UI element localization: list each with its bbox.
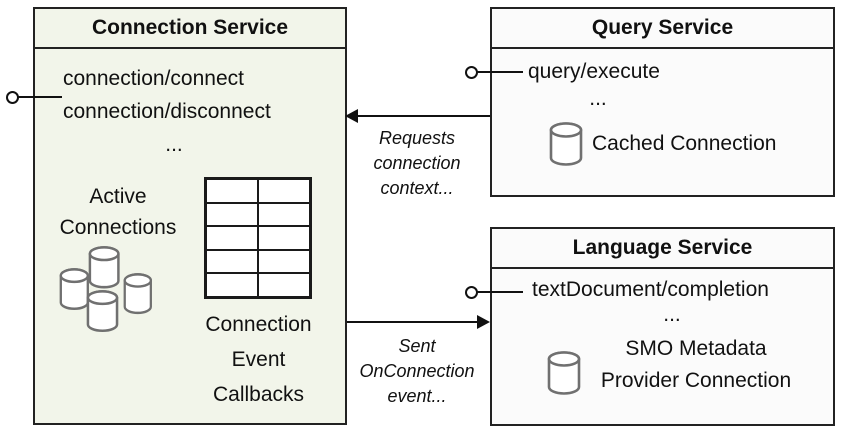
interface-lollipop-stick <box>477 291 523 293</box>
smo-metadata-provider-label: SMO Metadata Provider Connection <box>600 337 792 392</box>
table-cell <box>206 273 258 297</box>
connection-event-callbacks-label: Connection Event Callbacks <box>205 313 312 406</box>
table-cell <box>258 179 310 203</box>
connection-methods-list: connection/connect connection/disconnect… <box>63 62 285 161</box>
arrow-sent-line <box>347 321 478 323</box>
table-cell <box>258 202 310 227</box>
table-cell <box>258 273 310 297</box>
language-service-box: Language Service textDocument/completion… <box>490 227 835 426</box>
interface-lollipop-stick <box>477 71 523 73</box>
table-cell <box>206 249 258 274</box>
requests-connection-context-annotation: Requests connection context... <box>373 128 461 198</box>
query-service-box: Query Service query/execute ... Cached C… <box>490 7 835 197</box>
method-textdocument-completion: textDocument/completion <box>532 278 769 301</box>
arrow-right-icon <box>477 315 490 329</box>
connection-service-box: Connection Service connection/connect co… <box>33 7 347 425</box>
table-cell <box>206 202 258 227</box>
active-connections-label: Active Connections <box>59 185 177 239</box>
arrow-left-icon <box>345 109 358 123</box>
database-cylinder-icon <box>547 351 581 395</box>
language-service-title: Language Service <box>492 229 833 269</box>
method-connection-disconnect: connection/disconnect <box>63 100 271 123</box>
query-service-title: Query Service <box>492 9 833 49</box>
table-cell <box>206 179 258 203</box>
table-cell <box>258 249 310 274</box>
database-cluster-icon <box>59 246 153 333</box>
database-cylinder-icon <box>549 122 583 166</box>
method-query-execute: query/execute <box>528 60 660 83</box>
language-methods-ellipsis: ... <box>663 303 681 326</box>
arrow-requests-line <box>357 115 490 117</box>
table-cell <box>258 226 310 250</box>
callbacks-table-grid <box>204 177 312 299</box>
sent-onconnection-event-annotation: Sent OnConnection event... <box>359 336 475 406</box>
interface-lollipop-stick <box>18 96 62 98</box>
query-methods-ellipsis: ... <box>589 87 607 110</box>
connection-service-title: Connection Service <box>35 9 345 49</box>
connection-methods-ellipsis: ... <box>165 133 183 156</box>
method-connection-connect: connection/connect <box>63 67 244 90</box>
table-cell <box>206 226 258 250</box>
cached-connection-label: Cached Connection <box>592 132 777 155</box>
